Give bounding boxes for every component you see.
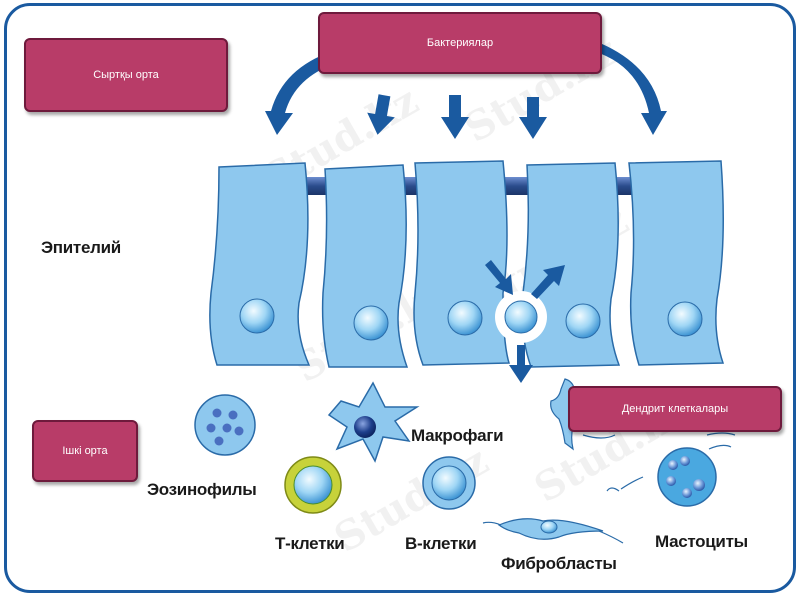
label-b-cells: В-клетки <box>405 534 477 553</box>
label-t-cells: Т-клетки <box>275 534 345 553</box>
b-cell <box>422 456 476 510</box>
box-inner-environment: Ішкі орта <box>32 420 138 482</box>
box-outer-environment: Сыртқы орта <box>24 38 228 112</box>
nucleus <box>667 301 703 337</box>
epithelial-cell <box>413 160 511 366</box>
label-eosinophils: Эозинофилы <box>147 480 257 499</box>
fibroblast <box>482 518 624 544</box>
migrating-cell <box>504 300 538 334</box>
box-dendritic-cells: Дендрит клеткалары <box>568 386 782 432</box>
label-macrophages: Макрофаги <box>411 426 504 445</box>
t-cell <box>284 456 342 514</box>
eosinophil <box>194 394 256 456</box>
epithelial-cell <box>628 160 725 366</box>
mast-cell <box>606 444 732 507</box>
nucleus <box>353 305 389 341</box>
epithelium-diagram <box>194 41 736 544</box>
nucleus <box>447 300 483 336</box>
nucleus <box>565 303 601 339</box>
epithelial-cell <box>209 162 311 366</box>
box-bacteria: Бактериялар <box>318 12 602 74</box>
nucleus <box>239 298 275 334</box>
label-fibroblasts: Фибробласты <box>501 554 617 573</box>
label-epithelium: Эпителий <box>41 238 121 257</box>
macrophage <box>327 381 420 463</box>
diagram-frame: Stud.kz Stud.kz Stud.kz Stud.kz Stud.kz … <box>4 3 796 593</box>
label-mast-cells: Мастоциты <box>655 532 748 551</box>
